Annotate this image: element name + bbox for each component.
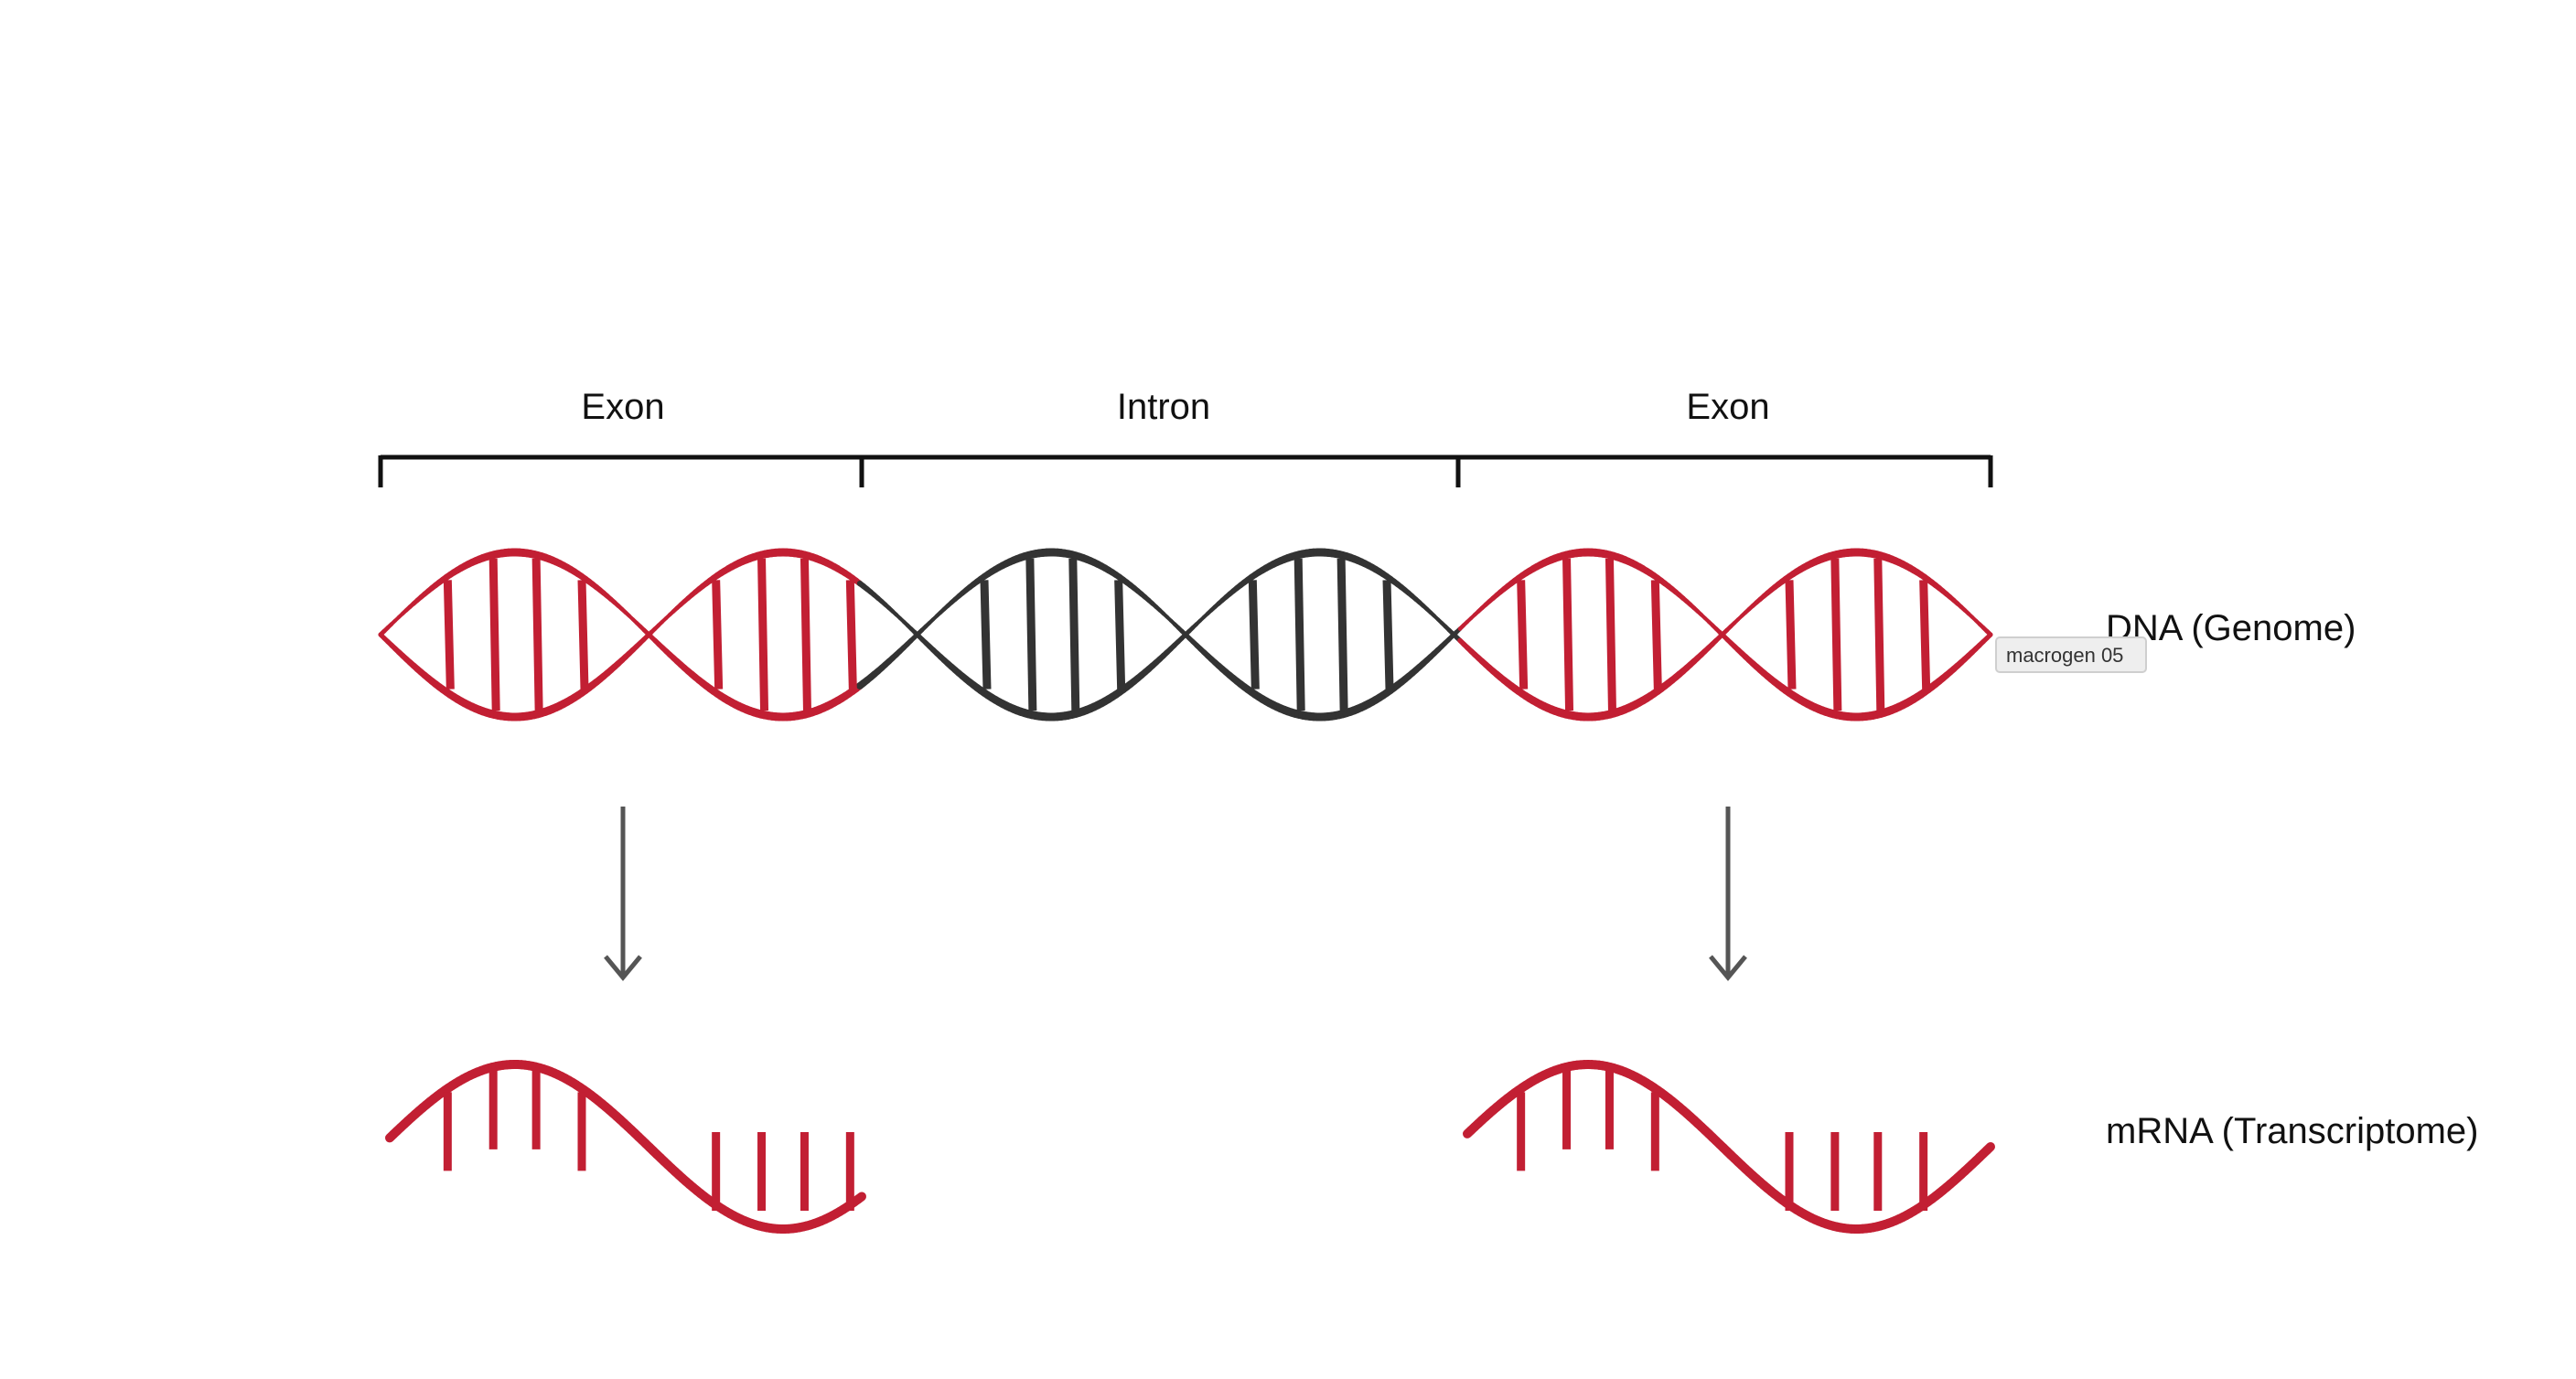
mrna-strands — [385, 1060, 1995, 1234]
dna-base-pair-1 — [488, 558, 500, 711]
mrna-label: mRNA (Transcriptome) — [2106, 1111, 2478, 1151]
dna-base-pair-5 — [757, 558, 769, 711]
dna-base-pair-8 — [980, 580, 992, 690]
dna-base-pair-3 — [577, 580, 589, 690]
dna-base-pair-19 — [1650, 580, 1662, 690]
dna-double-helix — [378, 548, 1993, 722]
dna-base-pair-17 — [1562, 558, 1574, 711]
dna-base-pair-7 — [845, 580, 857, 690]
dna-label: DNA (Genome) — [2106, 608, 2356, 648]
mrna-strand-1-seg-128 — [853, 1192, 866, 1204]
transcription-arrows — [604, 807, 1747, 981]
tooltip-text: macrogen 05 — [2006, 644, 2123, 667]
dna-base-pair-4 — [712, 580, 724, 690]
dna-base-pair-15 — [1382, 580, 1394, 690]
dna-base-pair-21 — [1830, 558, 1842, 711]
dna-base-pair-23 — [1919, 580, 1931, 690]
dna-base-pair-13 — [1293, 558, 1305, 711]
dna-base-pair-16 — [1517, 580, 1529, 690]
dna-base-pair-10 — [1068, 558, 1080, 711]
dna-base-pair-6 — [800, 558, 811, 711]
dna-base-pair-20 — [1785, 580, 1797, 690]
segment-label-exon-2: Exon — [1686, 387, 1769, 427]
segment-label-exon-1: Exon — [581, 387, 664, 427]
arrow-head-0 — [604, 955, 642, 981]
dna-base-pair-0 — [443, 580, 455, 690]
segment-label-intron: Intron — [1117, 387, 1210, 427]
tooltip-box — [1995, 636, 2147, 673]
dna-base-pair-2 — [531, 558, 543, 711]
arrow-head-1 — [1709, 955, 1747, 981]
dna-strand-b-seg-439 — [1984, 632, 1993, 641]
segment-bracket — [378, 454, 1993, 487]
dna-base-pair-22 — [1873, 558, 1885, 711]
dna-base-pair-12 — [1248, 580, 1260, 690]
dna-base-pair-11 — [1114, 580, 1126, 690]
mrna-strand-2-seg-142 — [1982, 1142, 1995, 1155]
dna-base-pair-9 — [1025, 558, 1037, 711]
dna-base-pair-18 — [1605, 558, 1616, 711]
dna-base-pair-14 — [1336, 558, 1348, 711]
tooltip: macrogen 05 — [1995, 636, 2147, 673]
